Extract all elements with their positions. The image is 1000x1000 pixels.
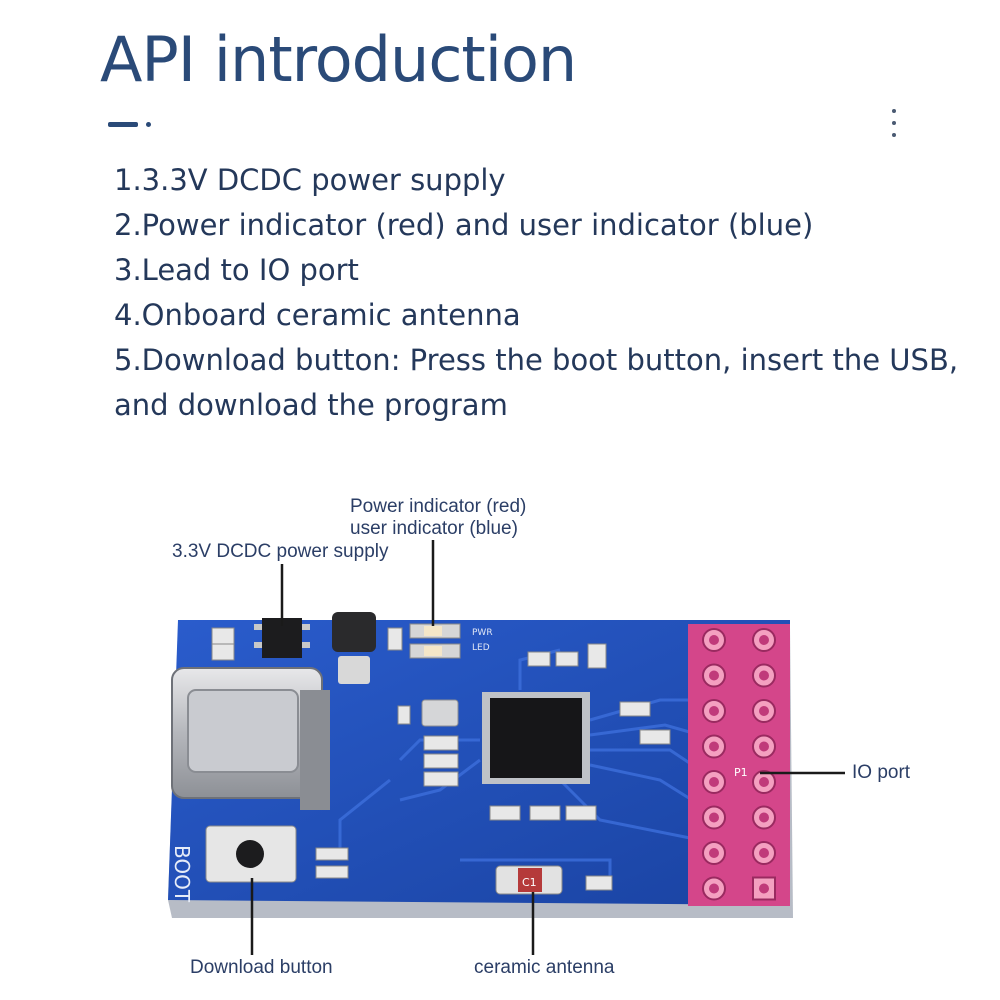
feature-item: 3.Lead to IO port (114, 253, 359, 287)
header-pad-hole (709, 706, 719, 716)
header-pad-hole (759, 883, 769, 894)
led-silkscreen: LED (472, 643, 490, 653)
usb-c-connector (171, 667, 330, 810)
io-header (688, 624, 790, 906)
header-pad-hole (709, 670, 719, 681)
feature-item: 2.Power indicator (red) and user indicat… (114, 208, 814, 242)
header-pad-hole (709, 741, 719, 752)
header-pad-hole (709, 883, 719, 894)
title-underline (108, 122, 138, 127)
header-pad-hole (709, 812, 719, 823)
feature-item: 5.Download button: Press the boot button… (114, 343, 959, 422)
feature-item: 1.3.3V DCDC power supply (114, 163, 506, 197)
pwr-silkscreen: PWR (472, 628, 493, 638)
indicator-callout-line2: user indicator (blue) (350, 518, 518, 539)
header-pad-hole (709, 848, 719, 858)
header-pad-hole (709, 635, 719, 645)
header-pad-hole (759, 706, 769, 716)
ceramic-antenna-callout: ceramic antenna (474, 957, 615, 978)
header-pad-hole (759, 848, 769, 858)
io-port-callout: IO port (852, 762, 911, 783)
feature-list: 1.3.3V DCDC power supply 2.Power indicat… (114, 158, 974, 428)
power-supply-callout: 3.3V DCDC power supply (172, 541, 389, 562)
header-pad-hole (759, 812, 769, 823)
header-pad-hole (709, 777, 719, 787)
title-underline-dot (146, 122, 151, 127)
boot-silkscreen: BOOT (170, 845, 194, 903)
indicator-callout-line1: Power indicator (red) (350, 496, 527, 517)
header-pad-hole (759, 777, 769, 787)
passive-components (211, 627, 671, 891)
capacitor (338, 656, 370, 684)
feature-item: 4.Onboard ceramic antenna (114, 298, 521, 332)
page-title: API introduction (100, 23, 577, 96)
p1-silkscreen: P1 (734, 766, 748, 779)
boot-button (205, 825, 297, 883)
crystal (421, 699, 459, 727)
header-pad-hole (759, 635, 769, 645)
ceramic-antenna (495, 865, 563, 895)
indicator-leds (409, 623, 461, 659)
inductor (332, 612, 376, 652)
mcu-chip (482, 692, 590, 784)
callout-lines (250, 540, 845, 955)
header-pad-hole (759, 670, 769, 681)
more-options-icon[interactable] (884, 106, 904, 140)
download-button-callout: Download button (190, 957, 333, 978)
header-pad-hole (759, 741, 769, 752)
c1-silkscreen: C1 (522, 876, 537, 889)
